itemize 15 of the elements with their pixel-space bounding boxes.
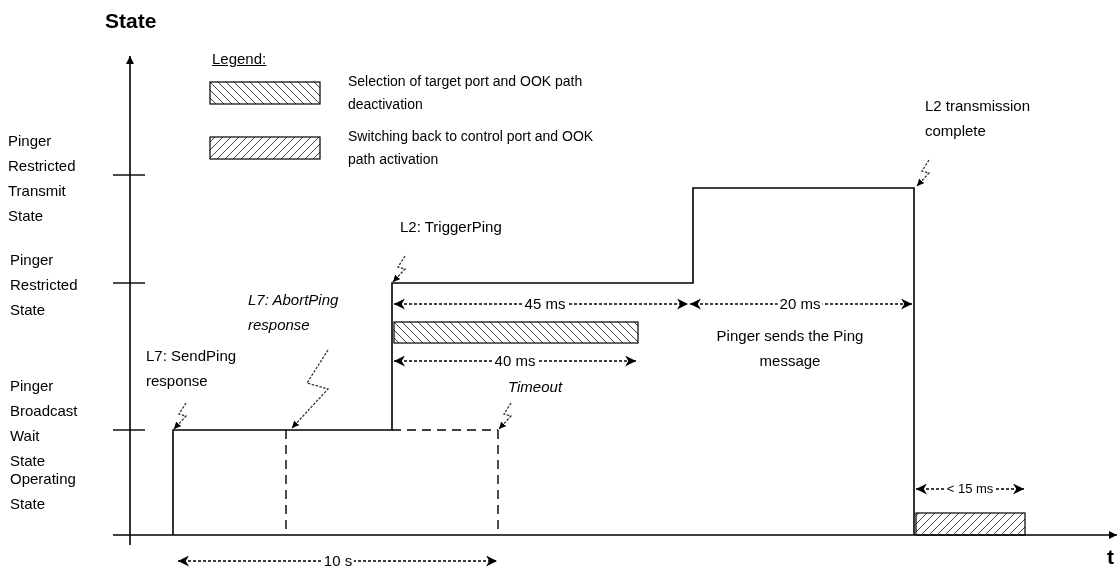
event-label: L2: TriggerPing: [400, 217, 502, 237]
annotation-text: Pinger sends the Ping message: [715, 326, 865, 371]
axis-title: State: [105, 8, 157, 33]
axis-title: t: [1107, 544, 1114, 569]
event-label: L7: AbortPing response: [248, 290, 340, 335]
legend-text: Switching back to control port and OOK path activation: [348, 127, 595, 169]
state-label: Pinger Restricted Transmit State: [8, 131, 77, 226]
legend-text: Selection of target port and OOK path deactivation: [348, 72, 584, 114]
event-label: L7: SendPing response: [146, 346, 238, 391]
event-label: L2 transmission complete: [925, 96, 1032, 141]
event-label: Timeout: [508, 377, 563, 397]
legend-heading: Legend:: [212, 49, 267, 69]
state-label: Pinger Broadcast Wait State: [10, 376, 76, 471]
state-label: Operating State: [10, 469, 77, 514]
state-label: Pinger Restricted State: [10, 250, 79, 320]
